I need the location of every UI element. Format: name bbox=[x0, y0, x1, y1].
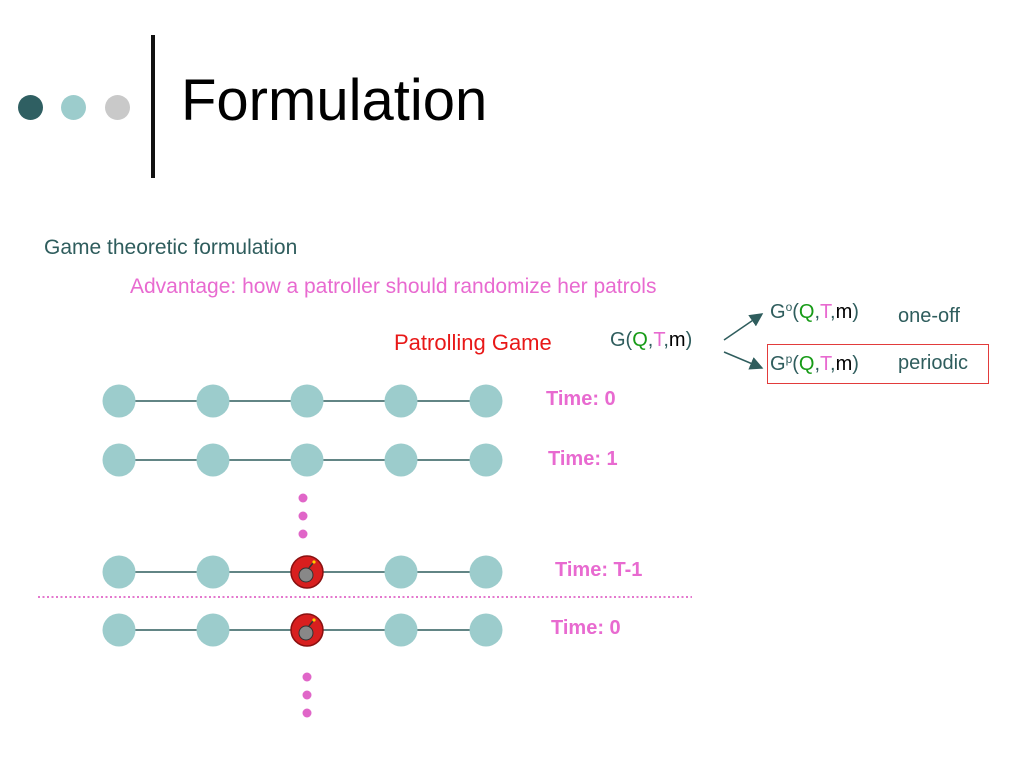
formula-t: T bbox=[653, 329, 664, 351]
patrol-node bbox=[102, 555, 136, 589]
periodic-highlight-box bbox=[767, 344, 989, 384]
advantage-text: Advantage: how a patroller should random… bbox=[130, 275, 657, 298]
time-label: Time: 0 bbox=[551, 617, 621, 639]
formula-comma: , bbox=[647, 329, 654, 351]
formula-comma: , bbox=[663, 329, 669, 351]
patrol-node bbox=[384, 384, 418, 418]
formula-m: m bbox=[668, 329, 686, 351]
formula-t: T bbox=[820, 353, 831, 375]
header-bullet-dark bbox=[18, 95, 43, 120]
patrol-node bbox=[196, 555, 230, 589]
patrol-node bbox=[384, 555, 418, 589]
formula-suffix: ) bbox=[852, 353, 859, 375]
patrol-node bbox=[469, 443, 503, 477]
patrol-node bbox=[469, 384, 503, 418]
bomb-icon bbox=[290, 613, 324, 647]
formula-prefix: G bbox=[770, 353, 786, 375]
title-divider bbox=[151, 35, 155, 178]
patrol-node bbox=[196, 613, 230, 647]
patrol-row bbox=[102, 384, 503, 418]
formula-prefix: G bbox=[770, 301, 786, 323]
patrol-node bbox=[384, 613, 418, 647]
ellipsis-dots bbox=[298, 493, 308, 539]
arrow-icon bbox=[723, 351, 764, 370]
formula-m: m bbox=[835, 353, 853, 375]
patrol-row bbox=[102, 555, 503, 589]
patrol-node bbox=[196, 384, 230, 418]
patrol-row bbox=[102, 443, 503, 477]
patrolling-game-label: Patrolling Game bbox=[394, 330, 552, 355]
patrol-node bbox=[290, 443, 324, 477]
formula-m: m bbox=[835, 301, 853, 323]
time-label: Time: 0 bbox=[546, 388, 616, 410]
formula-superscript: p bbox=[785, 352, 793, 366]
periodic-label: periodic bbox=[898, 352, 969, 374]
patrol-node bbox=[102, 613, 136, 647]
periodic-formula: Gp(Q,T,m) bbox=[770, 352, 859, 376]
patrol-node bbox=[102, 384, 136, 418]
patrol-node bbox=[384, 443, 418, 477]
general-formula: G(Q,T,m) bbox=[610, 329, 692, 352]
formula-comma: , bbox=[814, 353, 821, 375]
arrow-icon bbox=[723, 313, 764, 341]
patrol-row bbox=[102, 613, 503, 647]
ellipsis-dots bbox=[302, 672, 312, 718]
oneoff-formula: Go(Q,T,m) bbox=[770, 300, 859, 324]
formula-open: ( bbox=[792, 301, 799, 323]
patrol-node bbox=[290, 384, 324, 418]
formula-q: Q bbox=[798, 301, 815, 323]
formula-suffix: ) bbox=[685, 329, 693, 351]
patrol-node bbox=[469, 555, 503, 589]
patrol-node bbox=[469, 613, 503, 647]
time-label: Time: T-1 bbox=[555, 559, 643, 581]
formula-q: Q bbox=[798, 353, 815, 375]
formula-prefix: G( bbox=[610, 329, 633, 351]
subtitle: Game theoretic formulation bbox=[44, 236, 298, 259]
page-title: Formulation bbox=[181, 68, 488, 133]
patrol-node bbox=[196, 443, 230, 477]
formula-comma: , bbox=[830, 353, 836, 375]
header-bullet-gray bbox=[105, 95, 130, 120]
formula-open: ( bbox=[792, 353, 799, 375]
bomb-icon bbox=[290, 555, 324, 589]
formula-comma: , bbox=[830, 301, 836, 323]
formula-q: Q bbox=[632, 329, 648, 351]
formula-comma: , bbox=[814, 301, 821, 323]
time-label: Time: 1 bbox=[548, 448, 618, 470]
oneoff-label: one-off bbox=[898, 305, 960, 327]
formula-suffix: ) bbox=[852, 301, 859, 323]
formula-superscript: o bbox=[785, 300, 793, 314]
patrol-node bbox=[102, 443, 136, 477]
header-bullet-teal bbox=[61, 95, 86, 120]
formula-t: T bbox=[820, 301, 831, 323]
